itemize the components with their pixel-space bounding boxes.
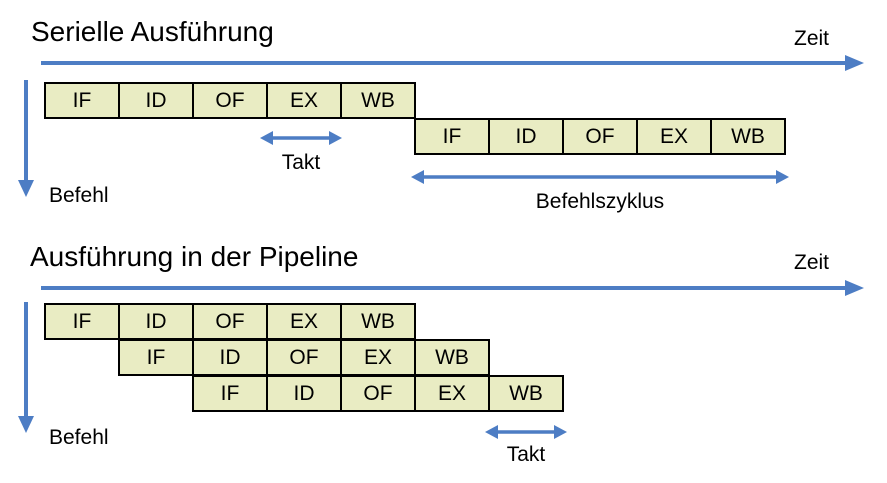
stage-cell: OF — [194, 84, 268, 117]
instruction-axis-caption-serial: Befehl — [49, 184, 109, 207]
stage-cell: OF — [194, 305, 268, 338]
stage-cell: IF — [416, 120, 490, 153]
pipeline-instruction-2-row: IF ID OF EX WB — [118, 339, 490, 376]
stage-cell: EX — [268, 84, 342, 117]
stage-cell: OF — [342, 377, 416, 410]
instruction-cycle-arrow — [411, 170, 789, 184]
instruction-axis-caption-pipeline: Befehl — [49, 426, 109, 449]
pipeline-instruction-3-row: IF ID OF EX WB — [192, 375, 564, 412]
section-title-serial: Serielle Ausführung — [31, 16, 274, 47]
instruction-cycle-label: Befehlszyklus — [535, 190, 665, 213]
time-axis-label-pipeline: Zeit — [794, 251, 830, 274]
stage-cell: ID — [120, 305, 194, 338]
stage-cell: EX — [268, 305, 342, 338]
stage-cell: EX — [342, 341, 416, 374]
serial-instruction-1-row: IF ID OF EX WB — [44, 82, 416, 119]
time-axis-arrow-serial — [41, 55, 864, 71]
stage-cell: WB — [361, 88, 395, 112]
section-title-pipeline: Ausführung in der Pipeline — [30, 241, 359, 272]
stage-cell: ID — [268, 377, 342, 410]
stage-cell: ID — [194, 341, 268, 374]
time-axis-arrow-pipeline — [41, 280, 864, 296]
pipeline-instruction-1-row: IF ID OF EX WB — [44, 303, 416, 340]
stage-cell: EX — [638, 120, 712, 153]
stage-cell: EX — [416, 377, 490, 410]
stage-cell: WB — [435, 345, 469, 369]
time-axis-label-serial: Zeit — [794, 27, 830, 50]
stage-cell: ID — [120, 84, 194, 117]
stage-cell: IF — [46, 305, 120, 338]
stage-cell: IF — [120, 341, 194, 374]
stage-cell: OF — [564, 120, 638, 153]
clock-tick-arrow-serial — [260, 131, 342, 145]
stage-cell: WB — [361, 309, 395, 333]
stage-cell: OF — [268, 341, 342, 374]
stage-cell: WB — [509, 381, 543, 405]
stage-cell: IF — [194, 377, 268, 410]
clock-tick-arrow-pipeline — [485, 425, 567, 439]
clock-tick-label-serial: Takt — [281, 151, 321, 174]
serial-instruction-2-row: IF ID OF EX WB — [414, 118, 786, 155]
instruction-axis-arrow-serial — [18, 80, 34, 197]
clock-tick-label-pipeline: Takt — [506, 443, 546, 466]
instruction-axis-arrow-pipeline — [18, 302, 34, 433]
stage-cell: IF — [46, 84, 120, 117]
stage-cell: WB — [731, 124, 765, 148]
stage-cell: ID — [490, 120, 564, 153]
